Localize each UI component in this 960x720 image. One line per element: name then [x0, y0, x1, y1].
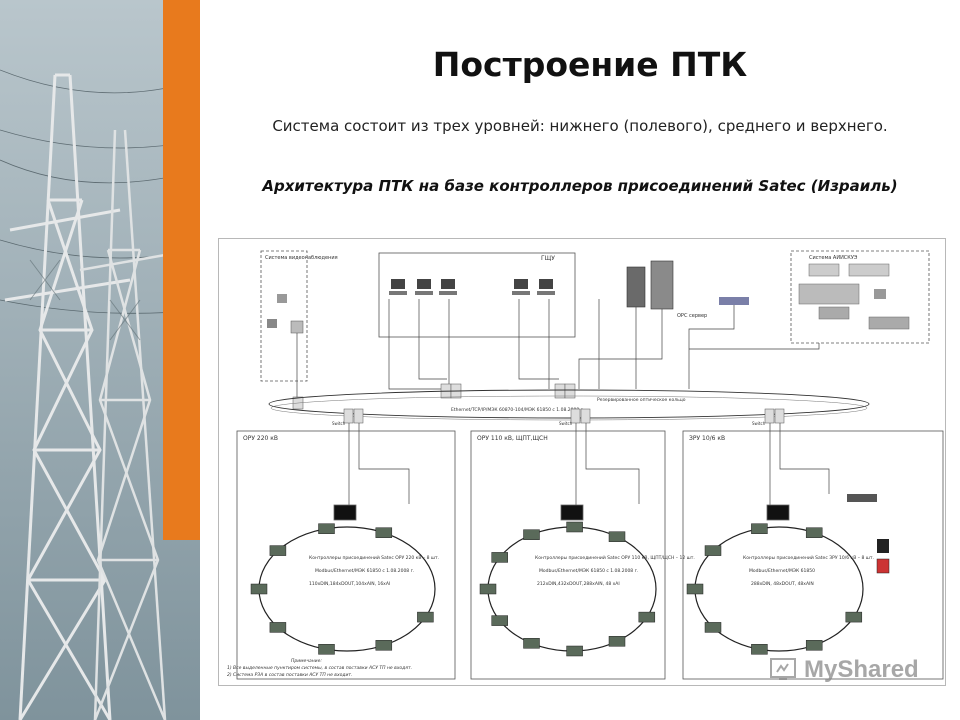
zone-box-oru-110 [470, 430, 666, 680]
gshu-box [378, 252, 576, 338]
note-title: Примечание: [291, 658, 322, 664]
opc-server-label: OPC сервер [677, 313, 707, 319]
controller-module-icon [523, 638, 540, 649]
io-text: 110xDIN,184xDOUT,104xAIN, 16xAI [309, 581, 390, 587]
asku-device-icon [868, 316, 910, 330]
controller-module-icon [479, 583, 497, 595]
meter-icon [877, 539, 889, 553]
controller-module-icon [608, 531, 626, 542]
controller-ring [487, 526, 657, 652]
controller-group [250, 521, 863, 657]
controller-module-icon [523, 529, 540, 540]
power-tower-photo [0, 0, 200, 720]
ethernet-backbone-inner [270, 395, 868, 421]
protocol-text: Modbus/Ethernet/МЭК 61850 с 1.08.2008 г. [539, 568, 638, 574]
asku-workstation-icon [874, 289, 886, 299]
hmi-panel-icon [560, 504, 584, 521]
controller-module-icon [638, 611, 656, 623]
zone-connection-lines [348, 423, 830, 514]
server-rack-icon [626, 266, 646, 308]
video-system-box [260, 250, 308, 382]
slide-subtitle: Система состоит из трех уровней: нижнего… [272, 117, 888, 135]
asku-device-icon [818, 306, 850, 320]
controller-module-icon [566, 521, 583, 533]
controller-module-icon [704, 622, 722, 633]
asku-device-icon [808, 263, 840, 277]
zone-label: ОРУ 110 кВ, ЩПТ,ЩСН [477, 435, 548, 442]
ethernet-backbone [268, 389, 870, 419]
controller-module-icon [751, 523, 768, 534]
controller-module-icon [845, 611, 863, 623]
controllers-text: Контроллеры присоединений Satec ЗРУ 10/6… [743, 554, 874, 561]
video-system-label: Система видеонаблюдения [265, 255, 338, 261]
controller-module-icon [805, 640, 823, 651]
asku-label: Система АИИСКУЭ [809, 255, 858, 261]
protocol-text: Modbus/Ethernet/МЭК 61850 с 1.08.2008 г. [315, 568, 414, 574]
controller-module-icon [608, 636, 626, 647]
controllers-text: Контроллеры присоединений Satec ОРУ 220 … [309, 554, 439, 561]
controller-module-icon [751, 644, 768, 655]
ring-label: Резервированное оптическое кольцо [597, 397, 686, 403]
orange-accent-bar [163, 0, 200, 540]
connection-lines [296, 299, 820, 399]
controller-module-icon [805, 527, 823, 538]
note-line: 2) Система РЗА в состав поставки АСУ ТП … [227, 672, 352, 678]
video-server-icon [290, 320, 304, 334]
meter-icon [876, 558, 890, 574]
controller-module-icon [417, 611, 434, 623]
hmi-panel-icon [766, 504, 790, 521]
controller-module-icon [491, 615, 508, 626]
controller-module-icon [269, 545, 287, 556]
architecture-diagram-svg: Система видеонаблюдения ГЩУ Система АИИС… [227, 250, 944, 680]
zone-label: ОРУ 220 кВ [243, 435, 278, 442]
ring-switch-icons [343, 408, 785, 424]
controller-module-icon [318, 523, 335, 534]
note-line: 1) Все выделенные пунктиром системы, в с… [227, 665, 412, 671]
zone-box-zru-10-6 [682, 430, 944, 680]
asku-device-icon [848, 263, 890, 277]
gshu-label: ГЩУ [541, 255, 555, 262]
ethernet-label: Ethernet/TCP/IP/МЭК 60870-104/МЭК 61850 … [451, 407, 584, 413]
zone-label: ЗРУ 10/6 кВ [689, 435, 725, 442]
controller-module-icon [375, 527, 393, 538]
controller-module-icon [250, 583, 268, 595]
asku-device-icon [798, 283, 860, 305]
workstation-keyboards [389, 291, 555, 295]
controller-module-icon [318, 644, 335, 655]
protocol-text: Modbus/Ethernet/МЭК 61850 [749, 568, 815, 574]
architecture-title: Архитектура ПТК на базе контроллеров при… [262, 177, 898, 195]
switch-label: Switch [559, 421, 573, 426]
controller-module-icon [566, 645, 583, 657]
workstation-group [391, 279, 553, 289]
myshared-logo-icon [770, 658, 796, 680]
switch-device-icon [847, 494, 877, 502]
controller-module-icon [269, 622, 287, 633]
watermark: MyShared [770, 656, 919, 684]
switch-icons [292, 383, 576, 410]
controller-module-icon [704, 545, 722, 556]
watermark-text: MyShared [804, 656, 919, 683]
hmi-panel-icon [333, 504, 357, 521]
controller-module-icon [491, 552, 508, 563]
server-rack-icon [650, 260, 674, 310]
switch-label: Switch [752, 421, 766, 426]
gps-receiver-icon [719, 297, 749, 305]
zone-box-oru-220 [236, 430, 456, 680]
switch-label: Switch [332, 421, 346, 426]
architecture-diagram: Система видеонаблюдения ГЩУ Система АИИС… [218, 238, 946, 686]
controller-module-icon [686, 583, 704, 595]
video-monitor-icon [277, 294, 287, 303]
controller-module-icon [375, 640, 393, 651]
controllers-text: Контроллеры присоединений Satec ОРУ 110 … [535, 554, 695, 561]
camera-icon [267, 319, 277, 328]
slide-title: Построение ПТК [432, 45, 748, 84]
io-text: 212xDIN,432xDOUT,288xAIN, 48 xAI [537, 581, 620, 587]
io-text: 288xDIN, 48xDOUT, 48xAIN [751, 581, 814, 587]
